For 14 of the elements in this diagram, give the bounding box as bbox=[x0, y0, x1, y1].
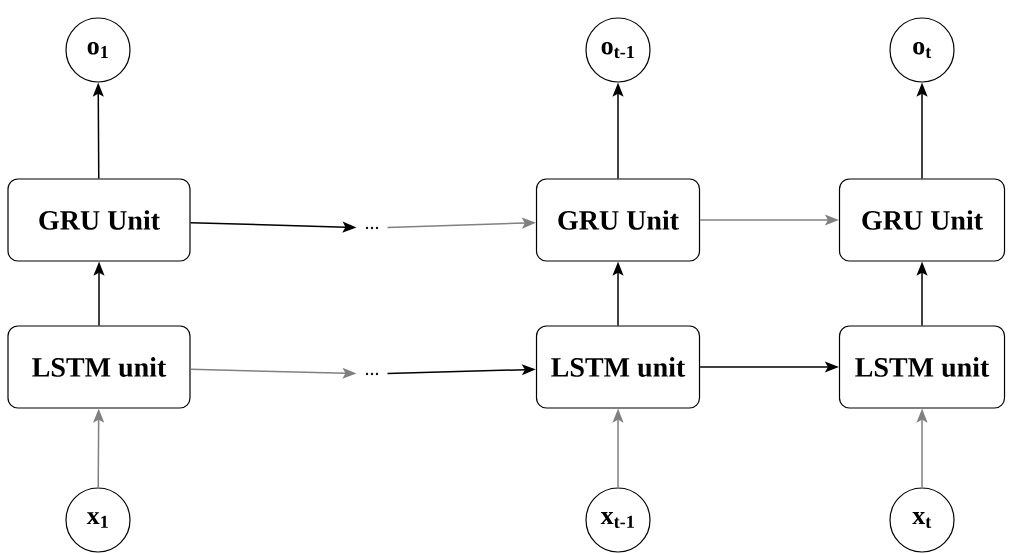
ellipsis-text: ... bbox=[365, 226, 379, 230]
circle-node: o$_{1}$ bbox=[65, 17, 131, 83]
circle-node: x$_{t}$ bbox=[889, 487, 955, 553]
circle-node: x$_{1}$ bbox=[65, 487, 131, 553]
unit-box: LSTM unit bbox=[7, 325, 191, 409]
unit-box: LSTM unit bbox=[535, 325, 701, 409]
unit-box: LSTM unit bbox=[838, 325, 1006, 409]
circle-node: o$_{t}$ bbox=[889, 17, 955, 83]
circle-node: x$_{t-1}$ bbox=[585, 487, 651, 553]
unit-box: GRU Unit bbox=[838, 178, 1006, 262]
unit-box: GRU Unit bbox=[7, 178, 191, 262]
circle-node: o$_{t-1}$ bbox=[585, 17, 651, 83]
ellipsis-text: ... bbox=[365, 372, 379, 376]
unit-box: GRU Unit bbox=[535, 178, 701, 262]
